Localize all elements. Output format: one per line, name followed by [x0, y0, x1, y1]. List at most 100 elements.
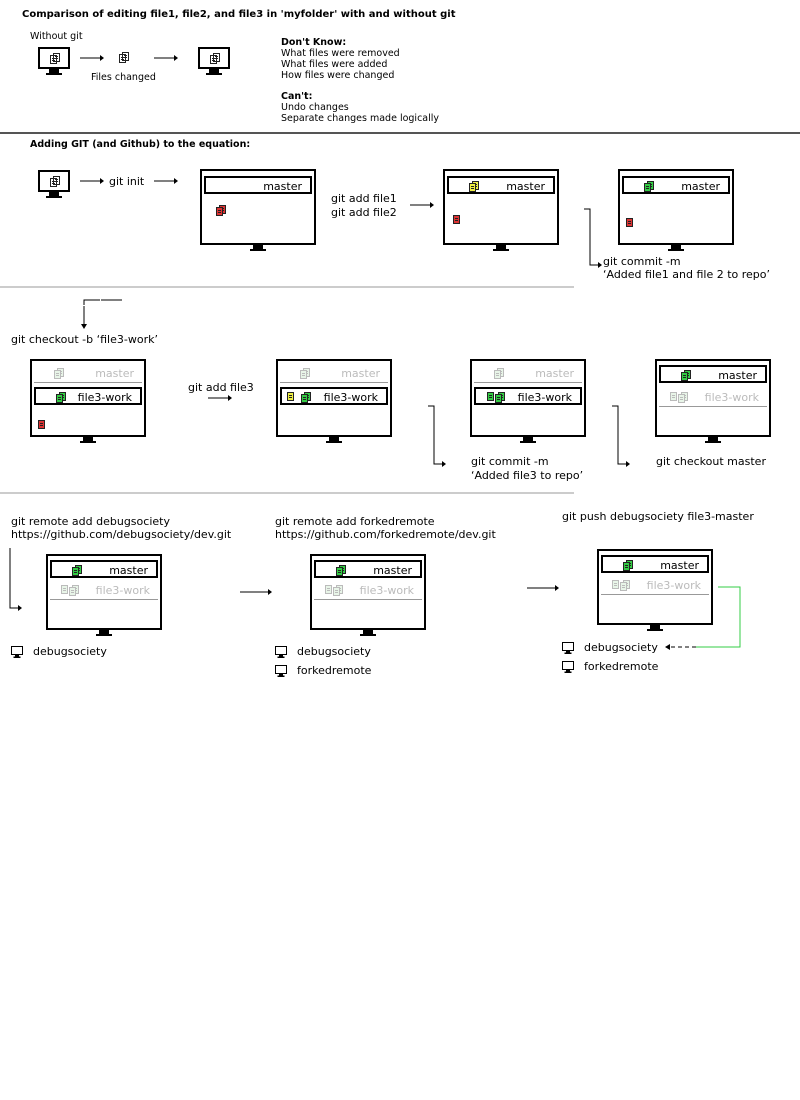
repo-monitor: master: [200, 169, 316, 251]
branch-master: master: [50, 560, 158, 578]
dont-know-item: What files were removed: [281, 48, 400, 59]
monitor-icon: [38, 170, 70, 198]
commit-message: ‘Added file1 and file 2 to repo’: [603, 268, 771, 281]
section-divider: [0, 492, 574, 494]
remote-name: forkedremote: [297, 664, 372, 677]
repo-monitor: master file3-work: [46, 554, 162, 636]
cant-heading: Can't:: [281, 91, 313, 102]
section-divider: [0, 286, 574, 288]
commit-label: git commit -m: [471, 455, 549, 468]
checkout-master-label: git checkout master: [656, 455, 766, 468]
branch-label: file3-work: [95, 584, 150, 597]
repo-monitor: master file3-work: [655, 359, 771, 443]
monitor-icon: [562, 641, 574, 654]
arrow-right-icon: [527, 585, 559, 591]
branch-master: master: [659, 365, 767, 383]
cant-item: Undo changes: [281, 102, 349, 113]
remote-item: forkedremote: [275, 664, 371, 677]
remote-url: https://github.com/debugsociety/dev.git: [11, 528, 232, 541]
remote-item: debugsociety: [275, 645, 371, 658]
without-git-label: Without git: [30, 31, 83, 42]
connector-arrow-icon: [9, 548, 22, 611]
remote-add-command: git remote add forkedremote: [275, 515, 435, 528]
diagram-title: Comparison of editing file1, file2, and …: [22, 9, 456, 20]
remote-item: debugsociety: [562, 641, 658, 654]
section-heading: Adding GIT (and Github) to the equation:: [30, 139, 251, 150]
git-add-label: git add file2: [331, 206, 397, 219]
arrow-right-icon: [410, 202, 434, 208]
branch-label: master: [263, 180, 302, 193]
branch-label: file3-work: [77, 391, 132, 404]
branch-label: master: [535, 367, 574, 380]
branch-label: file3-work: [359, 584, 414, 597]
branch-label: master: [95, 367, 134, 380]
arrow-right-icon: [208, 395, 232, 401]
branch-master: master: [314, 560, 422, 578]
branch-file3-work: file3-work: [280, 387, 388, 405]
branch-file3-work: file3-work: [601, 577, 709, 595]
branch-file3-work: file3-work: [50, 582, 158, 600]
branch-master: master: [204, 176, 312, 194]
checkout-new-label: git checkout -b ‘file3-work’: [11, 333, 158, 346]
arrow-right-icon: [240, 589, 272, 595]
branch-label: file3-work: [646, 579, 701, 592]
branch-master: master: [601, 555, 709, 573]
monitor-icon: [38, 47, 70, 75]
untracked-file-icon: [626, 212, 633, 231]
bracket-arrow-icon: [584, 208, 602, 268]
branch-master: master: [447, 176, 555, 194]
branch-label: file3-work: [517, 391, 572, 404]
monitor-icon: [562, 660, 574, 673]
monitor-icon: [198, 47, 230, 75]
monitor-icon: [11, 645, 23, 658]
branch-file3-work: file3-work: [34, 387, 142, 405]
remote-name: debugsociety: [297, 645, 371, 658]
branch-master: master: [34, 365, 142, 383]
branch-master: master: [622, 176, 730, 194]
remote-name: debugsociety: [33, 645, 107, 658]
branch-label: file3-work: [704, 391, 759, 404]
section-divider: [0, 132, 800, 134]
repo-monitor: master: [618, 169, 734, 251]
branch-label: master: [681, 180, 720, 193]
branch-label: master: [718, 369, 757, 382]
branch-label: master: [373, 564, 412, 577]
remote-url: https://github.com/forkedremote/dev.git: [275, 528, 496, 541]
bracket-arrow-icon: [428, 405, 446, 467]
branch-file3-work: file3-work: [314, 582, 422, 600]
dont-know-heading: Don't Know:: [281, 37, 347, 48]
remote-item: debugsociety: [11, 645, 107, 658]
files-icon: [119, 52, 129, 63]
commit-message: ‘Added file3 to repo’: [471, 469, 584, 482]
git-add-label: git add file1: [331, 192, 397, 205]
cant-item: Separate changes made logically: [281, 113, 440, 124]
branch-label: master: [341, 367, 380, 380]
connector-arrow-icon: [81, 299, 122, 329]
branch-label: master: [660, 559, 699, 572]
branch-label: master: [506, 180, 545, 193]
branch-master: master: [474, 365, 582, 383]
dont-know-item: What files were added: [281, 59, 388, 70]
push-command: git push debugsociety file3-master: [562, 510, 754, 523]
dont-know-item: How files were changed: [281, 70, 395, 81]
bracket-arrow-icon: [612, 405, 630, 467]
branch-file3-work: file3-work: [659, 389, 767, 407]
branch-file3-work: file3-work: [474, 387, 582, 405]
remote-name: debugsociety: [584, 641, 658, 654]
branch-label: master: [109, 564, 148, 577]
files-changed-label: Files changed: [91, 72, 156, 83]
push-line-arrow-icon: [665, 586, 741, 650]
untracked-file-icon: [38, 414, 45, 433]
branch-label: file3-work: [323, 391, 378, 404]
arrow-right-icon: [80, 178, 104, 184]
arrow-right-icon: [80, 55, 104, 61]
arrow-right-icon: [154, 178, 178, 184]
remote-item: forkedremote: [562, 660, 658, 673]
arrow-right-icon: [154, 55, 178, 61]
repo-monitor: master file3-work: [470, 359, 586, 443]
repo-monitor: master: [443, 169, 559, 251]
monitor-icon: [275, 664, 287, 677]
repo-monitor: master file3-work: [597, 549, 713, 631]
commit-label: git commit -m: [603, 255, 681, 268]
monitor-icon: [275, 645, 287, 658]
